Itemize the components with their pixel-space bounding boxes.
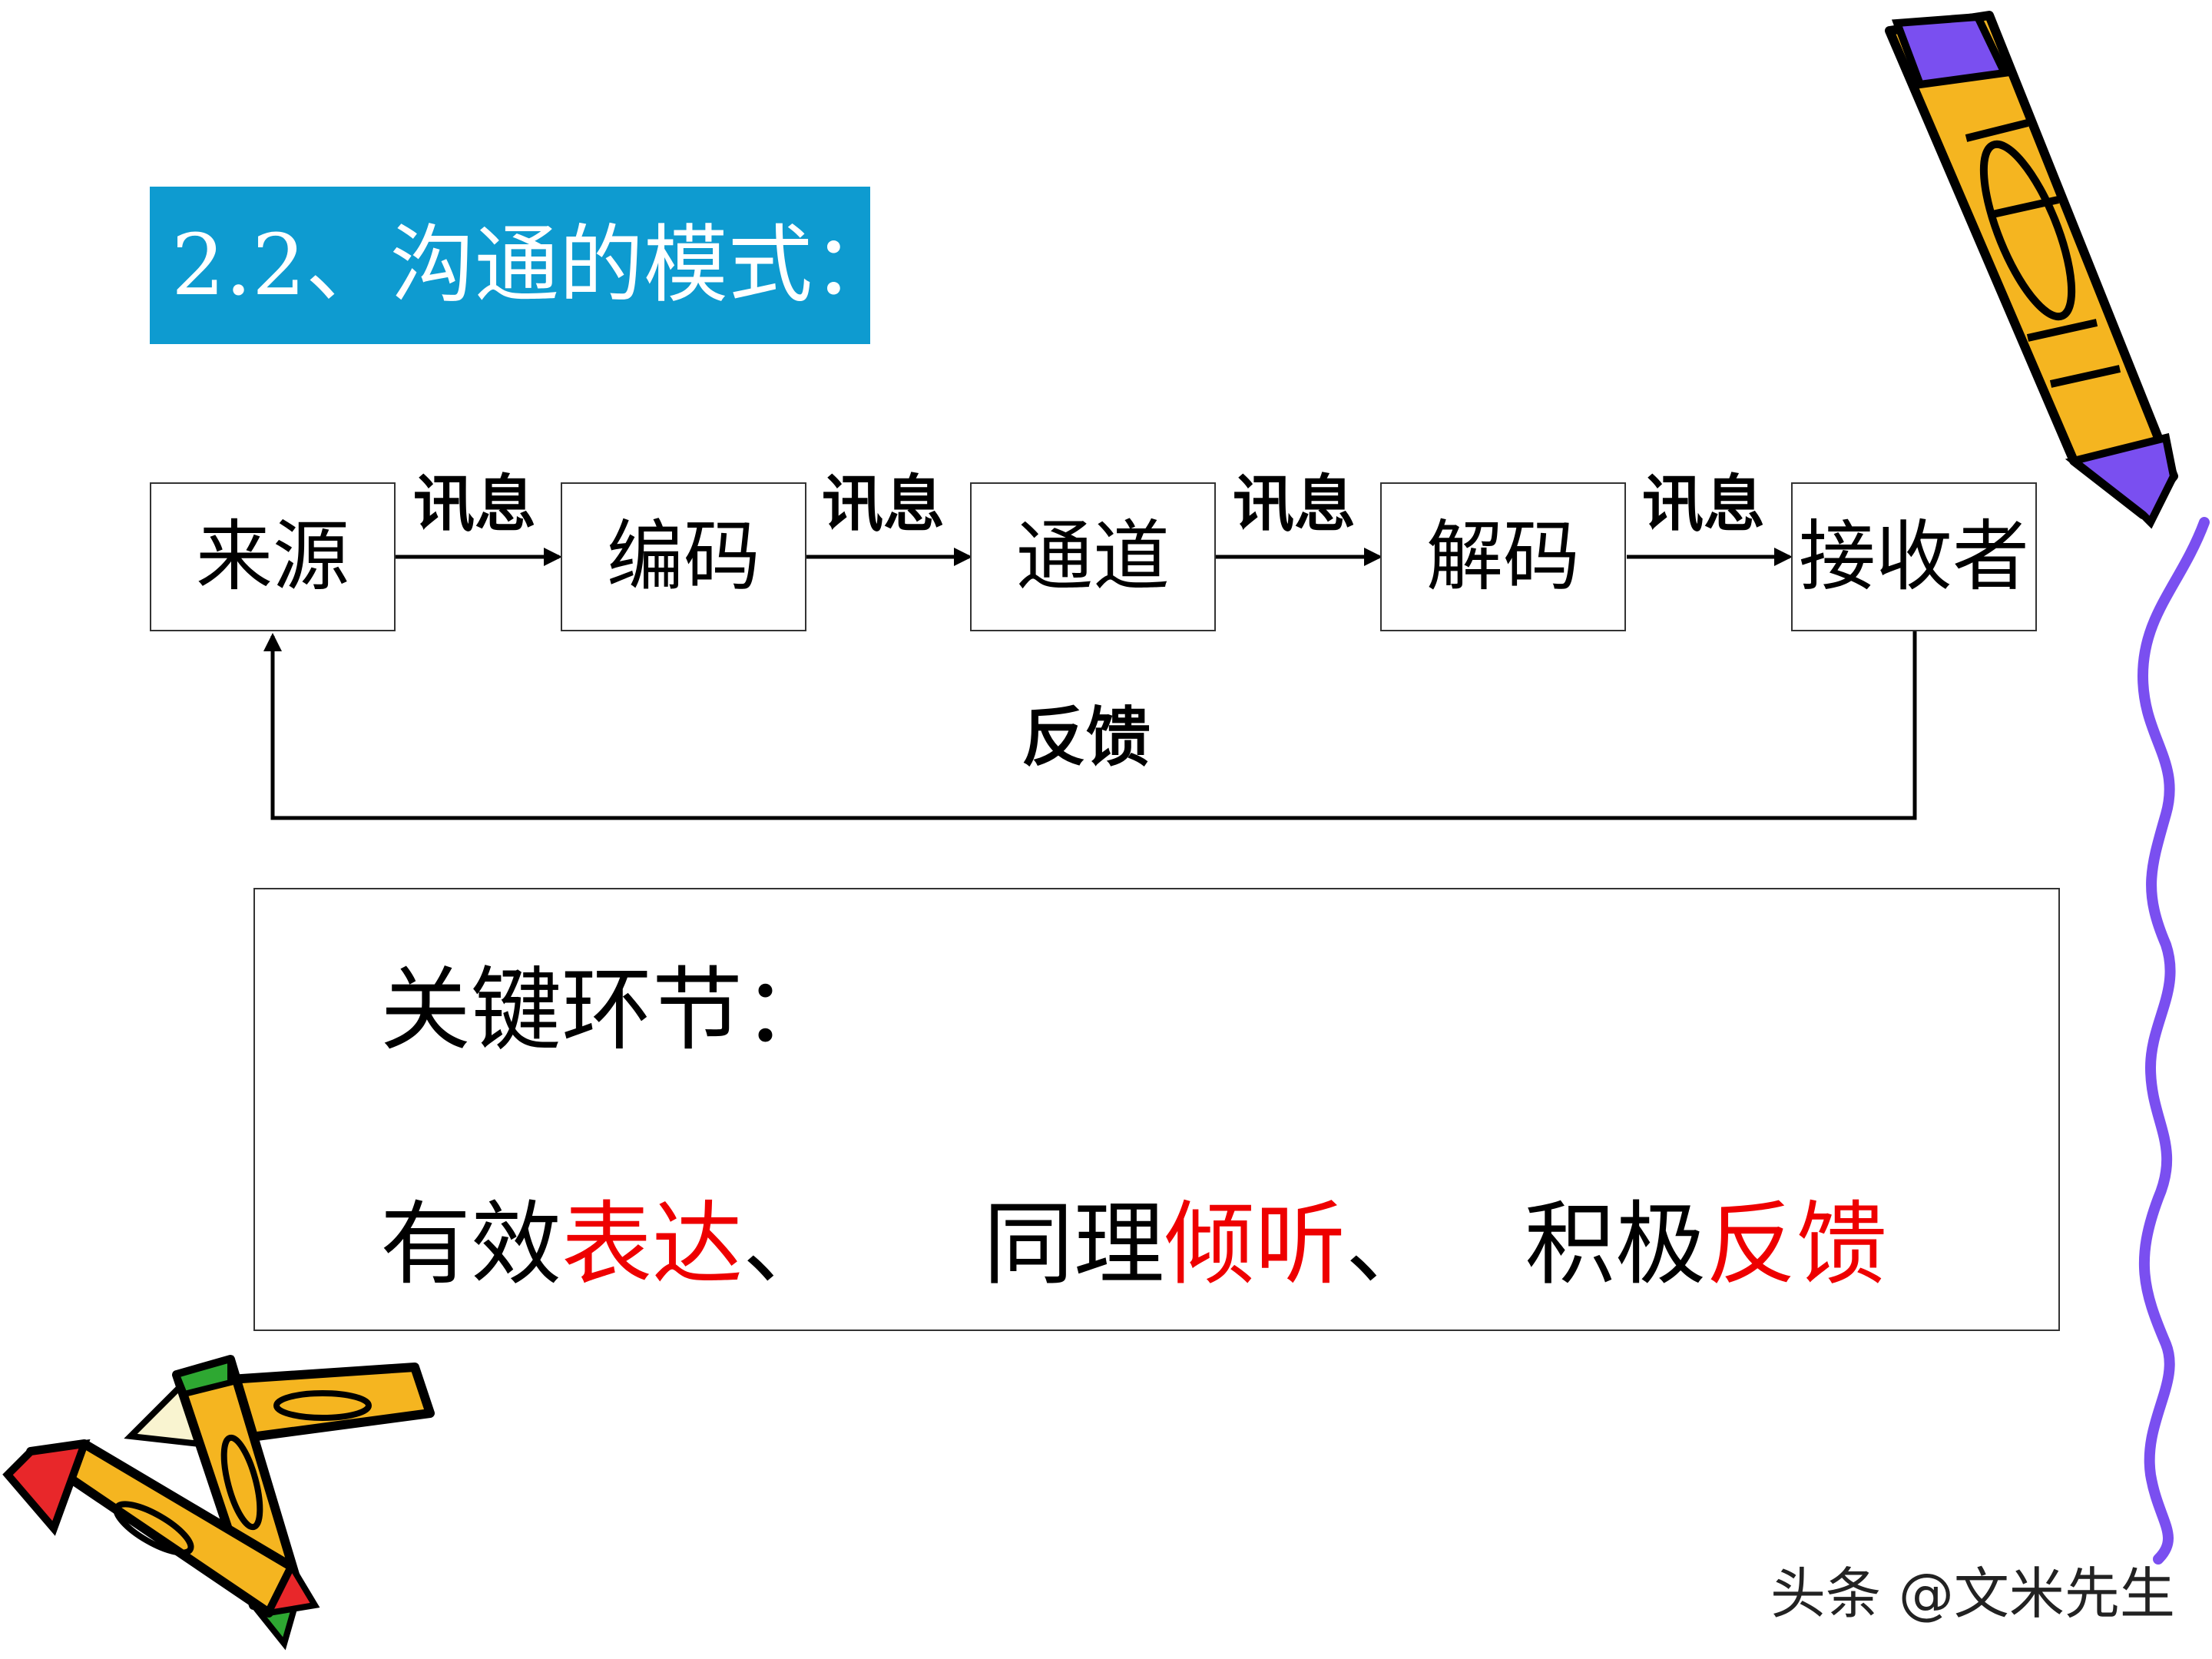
squiggle-decoration [2137,517,2210,1565]
node-encode: 编码 [561,482,806,631]
key-point-listening-plain: 同理 [983,1191,1165,1297]
edge-label-message-2: 讯息 [822,468,945,540]
key-point-feedback-highlight: 反馈 [1706,1191,1888,1297]
key-point-listening-sep: 、 [1346,1191,1437,1297]
crayons-bottom-left-icon [2,1355,435,1651]
watermark: 头条 @文米先生 [1770,1561,2175,1626]
edge-label-message-4: 讯息 [1642,468,1765,540]
key-point-expression: 有效表达、 [380,1187,833,1302]
node-channel-label: 通道 [1016,512,1170,601]
key-point-feedback-plain: 积极 [1525,1191,1707,1297]
feedback-label: 反馈 [1022,699,1151,775]
node-decode: 解码 [1380,482,1626,631]
page-title: 2.2、沟通的模式： [150,187,897,344]
edge-label-message-1: 讯息 [413,468,536,540]
node-decode-label: 解码 [1426,512,1580,601]
edge-label-message-3: 讯息 [1233,468,1356,540]
key-points-title: 关键环节： [380,957,834,1063]
key-point-feedback: 积极反馈 [1525,1187,1887,1302]
feedback-loop-arrow [263,631,1917,820]
key-points-box [253,888,2060,1331]
node-encode-label: 编码 [607,512,760,601]
key-point-expression-sep: 、 [743,1191,834,1297]
node-receiver-label: 接收者 [1799,512,2029,601]
crayon-top-right-icon [1885,11,2178,529]
key-point-expression-highlight: 表达 [561,1191,743,1297]
key-point-listening: 同理倾听、 [983,1187,1436,1302]
node-source: 来源 [150,482,396,631]
key-point-expression-plain: 有效 [380,1191,562,1297]
node-source-label: 来源 [196,512,349,601]
node-receiver: 接收者 [1791,482,2037,631]
key-point-listening-highlight: 倾听 [1164,1191,1346,1297]
node-channel: 通道 [970,482,1216,631]
